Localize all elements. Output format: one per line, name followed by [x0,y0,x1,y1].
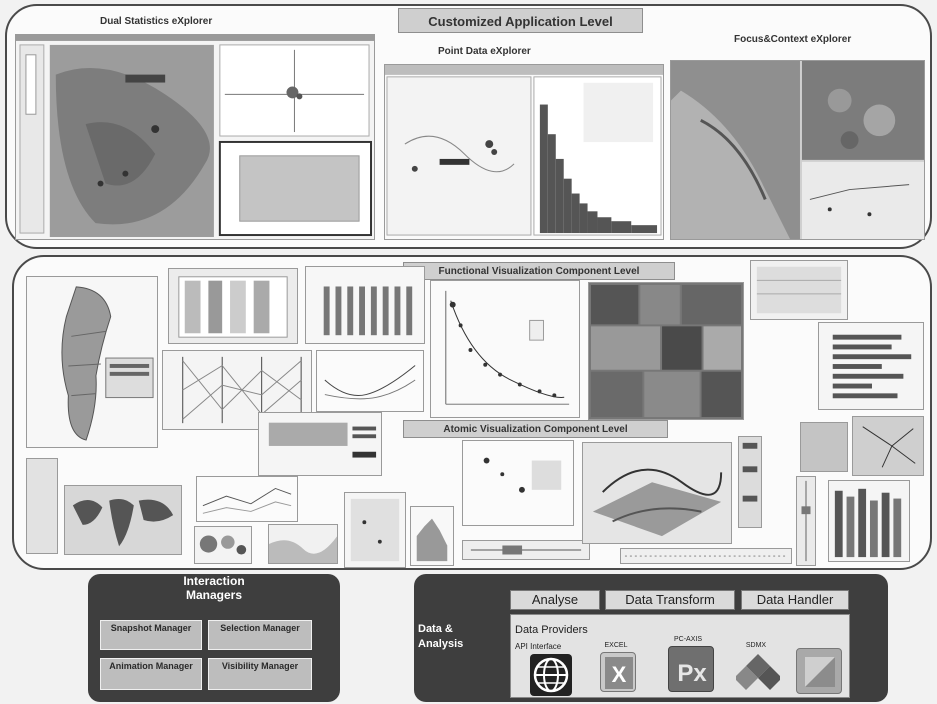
world-map-view [64,485,182,555]
data-providers-label: Data Providers [515,624,588,636]
scatter-matrix-view [344,492,406,568]
app-label-point-data: Point Data eXplorer [438,46,531,57]
small-legend-view [26,458,58,554]
point-data-screenshot [384,64,664,240]
svg-text:Px: Px [677,660,707,687]
pc-axis-icon: Px [668,646,714,692]
timeline-slider-view [462,540,590,560]
histogram-small-view [410,506,454,566]
interaction-managers-title: Interaction Managers [183,574,245,602]
treemap-view [588,282,744,420]
snapshot-manager: Snapshot Manager [100,620,202,650]
sweden-choropleth-map [26,276,158,448]
space-time-cube-view [582,442,732,544]
horizontal-bar-view [818,322,924,410]
selection-manager: Selection Manager [208,620,312,650]
multi-line-chart-view [196,476,298,522]
atomic-level-title: Atomic Visualization Component Level [403,420,668,438]
vertical-axis-view [796,476,816,566]
gradient-table-view [258,412,382,476]
provider-label-pcaxis: PC-AXIS [673,636,702,643]
vertical-strip-view [738,436,762,528]
provider-label-api: API Interface [515,642,562,651]
visibility-manager: Visibility Manager [208,658,312,690]
data-analysis-title: Data & Analysis [418,623,464,650]
svg-text:X: X [612,662,627,687]
app-label-focus-context: Focus&Context eXplorer [734,34,852,45]
dual-statistics-screenshot [15,34,375,240]
api-globe-icon [530,654,572,696]
focus-context-screenshot [670,60,925,240]
point-map-view [462,440,574,526]
provider-label-sdmx: SDMX [745,642,767,649]
animation-manager: Animation Manager [100,658,202,690]
app-label-dual-statistics: Dual Statistics eXplorer [100,16,213,27]
data-transform-header: Data Transform [605,590,735,610]
provider-label-excel: EXCEL [604,642,628,649]
network-view [852,416,924,476]
excel-icon: X [600,652,636,692]
bar-chart-view [828,480,910,562]
bar-histogram-view [305,266,425,344]
gradient-bars-view [168,268,298,344]
customized-level-title: Customized Application Level [398,8,643,33]
table-view [750,260,848,320]
analyse-header: Analyse [510,590,600,610]
data-handler-header: Data Handler [741,590,849,610]
area-chart-view [268,524,338,564]
sdmx-icon [734,652,782,692]
dot-timeline-view [620,548,792,564]
functional-level-title: Functional Visualization Component Level [403,262,675,280]
generic-data-source-icon [796,648,842,694]
scatter-plot-view [430,280,580,418]
heat-band-view [800,422,848,472]
line-graph-view [316,350,424,412]
bubble-view [194,526,252,564]
